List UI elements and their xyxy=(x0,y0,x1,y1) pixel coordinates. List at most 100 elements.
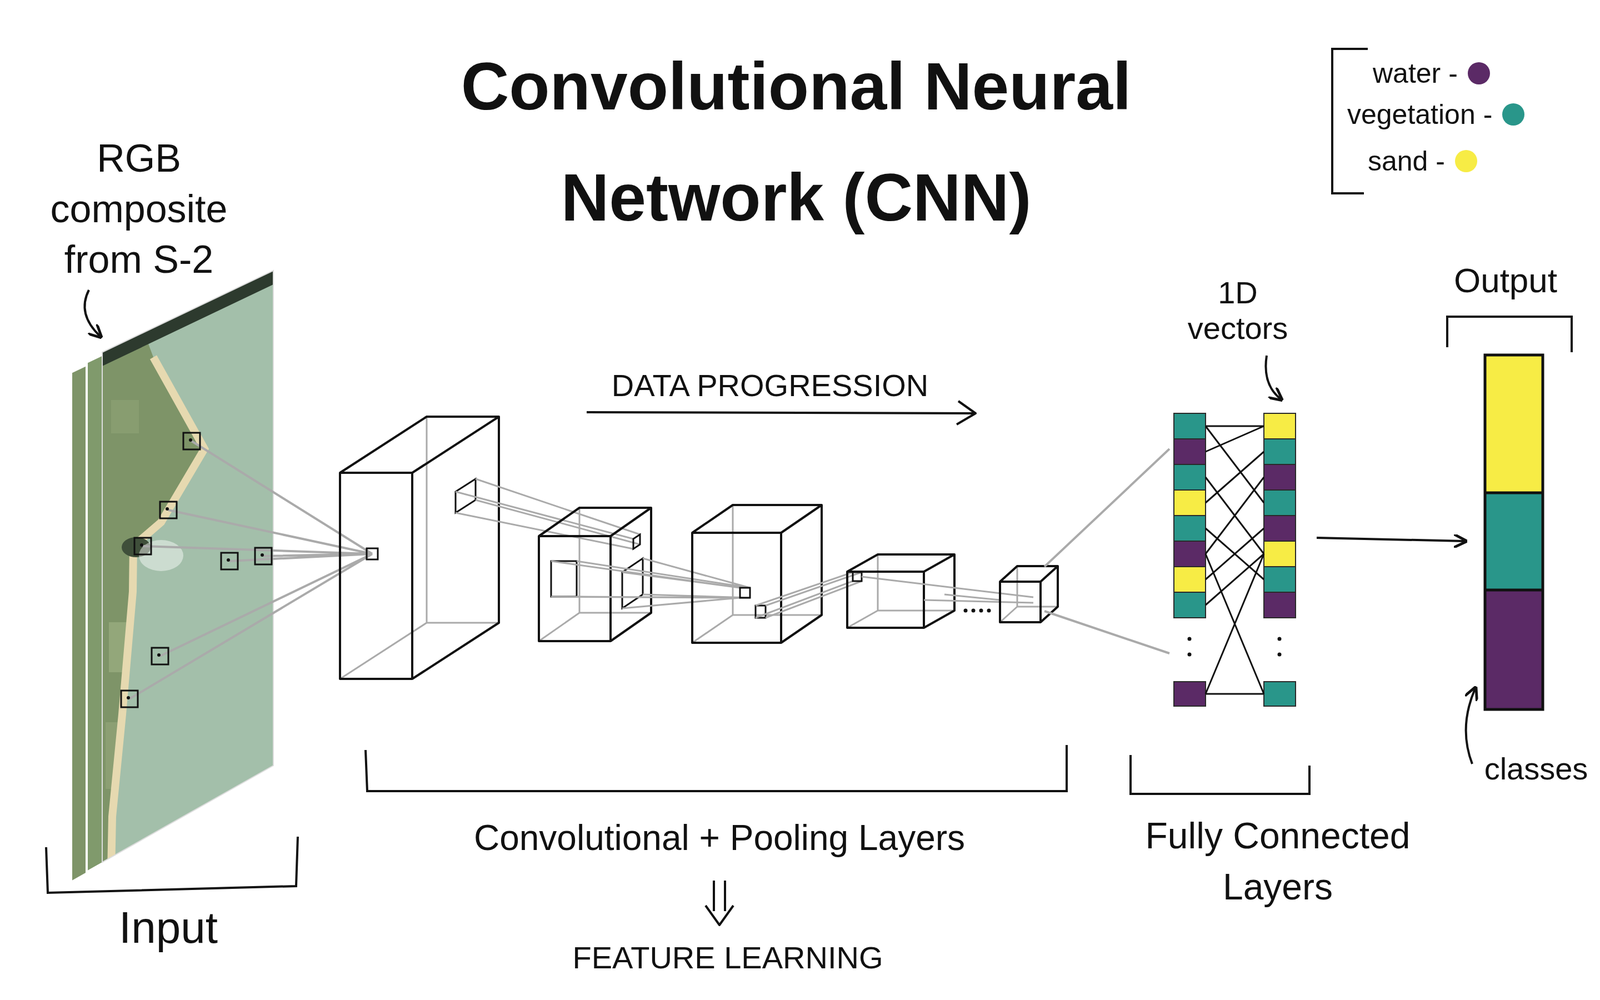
vector-cell xyxy=(1263,541,1296,567)
ellipsis-dot xyxy=(979,608,984,613)
input-bracket xyxy=(46,836,298,893)
ellipsis-dot xyxy=(971,608,976,613)
flatten-lines xyxy=(1044,448,1170,654)
kernel-square xyxy=(852,572,862,582)
ellipsis-dots xyxy=(963,608,992,613)
vector-cell xyxy=(1173,541,1206,567)
patch-dot xyxy=(140,543,144,547)
kernel-square xyxy=(633,534,640,549)
callout-label: classes xyxy=(1475,750,1598,788)
vector-cell xyxy=(1173,566,1206,593)
vector-cell xyxy=(1263,592,1296,618)
patch-dot xyxy=(226,558,230,562)
legend-swatch xyxy=(1467,62,1490,85)
image-patch xyxy=(183,432,200,450)
image-patch xyxy=(151,647,169,665)
legend-text: vegetation - xyxy=(1347,98,1493,131)
section-label: Fully Connected Layers xyxy=(1122,810,1434,913)
kernel-square xyxy=(366,548,378,560)
image-layer-front xyxy=(102,270,274,863)
patch-dot xyxy=(188,438,193,442)
vector-cell xyxy=(1173,592,1206,618)
callout-label: 1D vectors xyxy=(1171,275,1305,347)
diagram-title: Convolutional Neural Network (CNN) xyxy=(407,30,1185,253)
patch-dot xyxy=(165,507,169,511)
vector-dots xyxy=(1187,637,1282,657)
vector-cell xyxy=(1263,566,1296,593)
image-header-bar xyxy=(102,270,274,367)
vector-cell xyxy=(1173,681,1206,707)
fc-bracket xyxy=(1130,755,1310,794)
image-patch xyxy=(134,537,152,555)
vector-cell xyxy=(1263,681,1296,707)
pointer-arrow xyxy=(1265,355,1281,399)
vector-cell xyxy=(1173,490,1206,516)
vector-cell xyxy=(1173,413,1206,439)
convolution-lines xyxy=(755,572,862,618)
kernel-square xyxy=(740,587,750,598)
cube-hidden-edges xyxy=(692,505,822,643)
satellite-image xyxy=(100,255,289,873)
cube-hidden-edges xyxy=(340,416,499,679)
vector-dot xyxy=(1277,637,1282,642)
legend-item: water - xyxy=(1372,56,1490,90)
field-patch xyxy=(111,400,139,434)
feature-map-cube xyxy=(847,554,955,628)
vector-cell xyxy=(1173,464,1206,490)
kernel-square xyxy=(551,561,577,597)
sand-coastline xyxy=(111,357,205,873)
image-patch xyxy=(221,552,238,570)
dense-connections xyxy=(1205,426,1264,694)
convolution-lines xyxy=(455,478,640,549)
kernel-square xyxy=(622,558,643,609)
legend-text: sand - xyxy=(1367,145,1445,178)
vector-dot xyxy=(1277,652,1282,657)
vector-cell xyxy=(1263,413,1296,439)
implies-arrow xyxy=(705,880,734,925)
input-caption: RGB composite from S-2 xyxy=(22,133,256,285)
vector-cell xyxy=(1263,438,1296,465)
patch-dot xyxy=(126,696,130,700)
image-patch xyxy=(255,547,272,565)
section-label: Input xyxy=(85,901,252,955)
legend-swatch xyxy=(1502,103,1525,126)
vector-cell xyxy=(1263,464,1296,490)
flow-label: DATA PROGRESSION xyxy=(547,366,993,404)
legend-item: sand - xyxy=(1367,144,1478,178)
pointer-arrow xyxy=(84,290,100,337)
convolution-lines xyxy=(551,558,750,609)
vector-cell xyxy=(1173,515,1206,542)
class-cell xyxy=(1485,492,1543,590)
vector-cell xyxy=(1263,515,1296,542)
ellipsis-dot xyxy=(963,608,968,613)
vector-right xyxy=(1263,413,1296,707)
section-note: FEATURE LEARNING xyxy=(505,938,950,977)
class-cell xyxy=(1485,590,1543,710)
pointer-arrow xyxy=(1466,688,1475,764)
output-bar-outline xyxy=(1485,355,1543,710)
patch-dot xyxy=(260,553,264,557)
output-arrow xyxy=(1316,537,1465,542)
legend-text: water - xyxy=(1372,57,1458,90)
vector-cell xyxy=(1173,438,1206,465)
cube-hidden-edges xyxy=(847,554,955,628)
receptive-field-lines xyxy=(129,441,373,699)
class-cell xyxy=(1485,355,1543,493)
image-patches xyxy=(121,432,272,708)
patch-dot xyxy=(157,653,161,657)
vector-dot xyxy=(1187,637,1192,642)
vector-left xyxy=(1173,413,1206,707)
vector-dot xyxy=(1187,652,1192,657)
section-label: Convolutional + Pooling Layers xyxy=(358,816,1081,860)
legend-swatch xyxy=(1455,150,1478,173)
image-patch xyxy=(121,690,138,708)
section-label: Output xyxy=(1422,260,1589,302)
patch-dots xyxy=(126,438,264,700)
feature-map-cube xyxy=(692,505,822,643)
ellipsis-dot xyxy=(987,608,992,613)
conv-bracket xyxy=(365,745,1067,792)
feature-map-cube xyxy=(340,416,499,679)
vector-cell xyxy=(1263,490,1296,516)
image-patch xyxy=(160,501,177,519)
